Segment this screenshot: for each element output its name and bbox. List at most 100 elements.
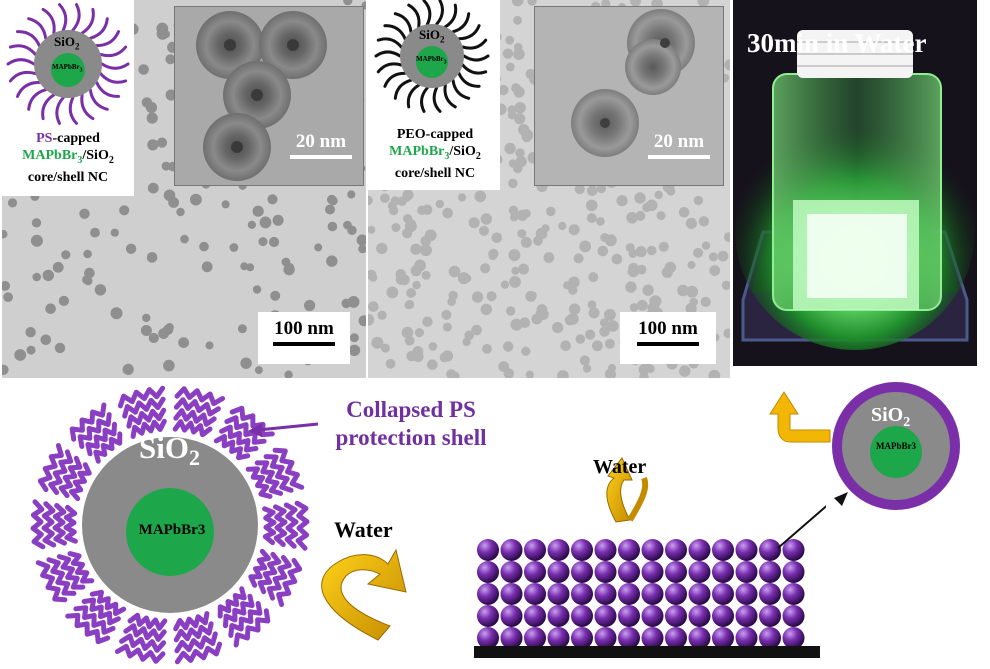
tem-particle: [343, 220, 352, 230]
film-nanocrystal: [594, 539, 617, 561]
tem-particle: [165, 323, 174, 332]
tem-particle: [178, 337, 190, 348]
tem-particle: [508, 249, 521, 262]
tem-particle: [500, 280, 510, 289]
tem-particle: [446, 369, 457, 378]
tem-particle: [328, 196, 338, 206]
tem-particle: [347, 190, 356, 199]
peo-capped-schematic: [374, 0, 490, 113]
water-label-left: Water: [334, 517, 393, 542]
tem-particle: [388, 205, 399, 216]
film-nanocrystal: [735, 539, 758, 561]
tem-particle: [505, 35, 515, 45]
ligand-chain: [80, 93, 95, 121]
film-nanocrystal: [594, 583, 617, 605]
collapsed-ps-chain: [48, 449, 74, 495]
tem-particle: [514, 102, 526, 114]
collapsed-ps-chain: [173, 397, 221, 417]
collapsed-ps-chain: [81, 597, 121, 626]
tem-particle: [693, 247, 704, 258]
tem-particle: [513, 48, 525, 60]
film-nanocrystal: [500, 627, 523, 649]
collapsed-ps-chain: [69, 402, 107, 442]
tem-particle: [687, 261, 696, 269]
tem-particle: [165, 89, 177, 101]
tem-particle: [414, 328, 424, 338]
tem-particle: [402, 189, 414, 201]
collapsed-ps-chain: [229, 405, 275, 438]
pointer-arrowhead: [834, 492, 848, 506]
film-nanocrystal: [735, 561, 758, 583]
tem-particle: [447, 297, 456, 307]
vial-photo-panel: 30min in Water: [733, 0, 977, 366]
inset-scale-bar-peo: 20 nm: [639, 131, 719, 159]
ligand-chain: [374, 50, 402, 58]
film-nanocrystal: [688, 561, 711, 583]
tem-particle: [516, 209, 528, 221]
ligand-chain: [457, 24, 481, 41]
tem-particle: [395, 269, 406, 280]
film-nanocrystal: [477, 627, 499, 649]
tem-particle: [380, 193, 390, 203]
film-nanocrystal: [500, 605, 523, 627]
peo-capped-caption: PEO-capped MAPbBr3/SiO2 core/shell NC: [389, 127, 481, 181]
tem-particle: [519, 317, 531, 329]
tem-particle: [648, 302, 660, 313]
tem-particle: [506, 306, 516, 316]
scale-line-peo: [637, 342, 699, 346]
tem-particle: [579, 355, 590, 366]
collapsed-ps-chain: [122, 396, 166, 419]
film-nanocrystal: [618, 539, 640, 561]
tem-particle: [654, 190, 663, 200]
ligand-chain: [376, 37, 403, 49]
collapsed-ps-chain: [257, 551, 282, 595]
tem-particle: [604, 234, 617, 247]
tem-particle: [25, 327, 36, 338]
tem-particle: [510, 213, 519, 222]
tem-particle: [385, 358, 396, 369]
film-nanocrystal: [571, 583, 593, 605]
tem-particle: [390, 196, 400, 206]
tem-particle: [32, 272, 41, 282]
film-nanocrystal: [571, 539, 593, 561]
tem-particle: [656, 211, 666, 221]
collapsed-ps-chain: [273, 504, 288, 547]
tem-particle: [422, 316, 433, 327]
tem-particle: [504, 142, 516, 155]
tem-particle: [513, 42, 523, 52]
film-nanocrystal: [735, 627, 758, 649]
tem-particle: [190, 193, 202, 206]
tem-particle: [412, 280, 421, 290]
ligand-chain: [457, 71, 481, 88]
tem-particle: [511, 266, 520, 275]
film-nanocrystal: [759, 605, 781, 627]
film-nanocrystal: [618, 561, 640, 583]
film-nanocrystal: [571, 561, 593, 583]
film-nanocrystal: [712, 605, 734, 627]
tem-particle: [574, 184, 585, 195]
film-nanocrystal: [547, 605, 570, 627]
inset-scale-bar-ps: 20 nm: [281, 131, 361, 159]
tem-particle: [582, 364, 592, 373]
tem-particle: [343, 0, 353, 6]
collapsed-ps-chain: [245, 466, 273, 499]
tem-particle: [314, 243, 323, 252]
collapsed-ps-chain: [127, 612, 168, 631]
tem-particle: [252, 205, 264, 217]
small-mapbbr3-label: MAPbBr3: [876, 441, 916, 451]
collapsed-ps-chain: [117, 385, 166, 409]
ligand-chain: [383, 24, 407, 41]
tem-particle: [557, 370, 569, 378]
tem-particle: [507, 110, 517, 120]
tem-particle: [199, 241, 209, 252]
ligand-chain: [461, 38, 488, 50]
tem-particle: [568, 303, 581, 315]
collapsed-ps-chain: [263, 454, 294, 493]
tem-particle: [158, 328, 170, 339]
scale-bar-ps: 100 nm: [258, 312, 350, 364]
tem-particle: [229, 243, 239, 252]
collapsed-ps-chain: [63, 504, 78, 544]
tem-particle: [646, 245, 657, 256]
film-nanocrystal: [641, 561, 664, 583]
tem-particle: [125, 243, 137, 254]
